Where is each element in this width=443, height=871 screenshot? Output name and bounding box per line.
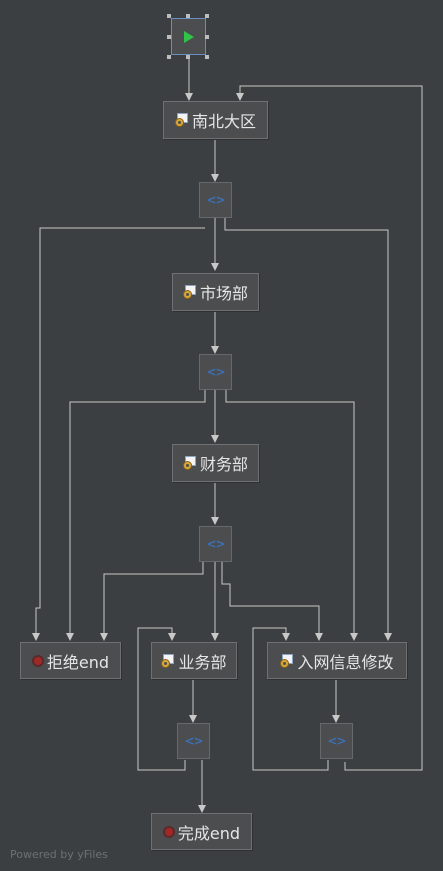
- selection-handle[interactable]: [205, 14, 209, 18]
- selection-handle[interactable]: [205, 35, 209, 39]
- gateway-icon: <>: [206, 365, 225, 379]
- edge-gw3-to-reject: [100, 562, 204, 641]
- edge-gw3-to-ruwang: [221, 562, 323, 641]
- task-caiwu[interactable]: 财务部: [172, 444, 259, 482]
- task-nanbei[interactable]: 南北大区: [163, 101, 268, 139]
- task-shichang[interactable]: 市场部: [172, 273, 259, 311]
- end-event-reject[interactable]: 拒绝end: [20, 642, 121, 679]
- end-event-complete[interactable]: 完成end: [151, 813, 252, 850]
- service-task-icon: [161, 653, 175, 668]
- task-label: 财务部: [199, 455, 248, 474]
- powered-by-watermark: Powered by yFiles: [10, 848, 108, 861]
- gateway-icon: <>: [206, 193, 225, 207]
- edge-gw4-loop-to-yewu: [137, 627, 186, 771]
- gateway-icon: <>: [206, 537, 225, 551]
- task-label: 拒绝end: [46, 652, 110, 672]
- edge-ruwang-gw-loop-to-nanbei: [236, 85, 423, 771]
- start-event[interactable]: [171, 18, 206, 55]
- task-label: 入网信息修改: [297, 652, 394, 672]
- task-label: 完成end: [177, 823, 241, 843]
- service-task-icon: [182, 285, 197, 299]
- task-ruwang[interactable]: 入网信息修改: [267, 642, 407, 679]
- task-label: 业务部: [178, 652, 227, 672]
- edge-gw5-loop-to-ruwang: [252, 627, 329, 771]
- edge-gw2-to-reject: [66, 390, 206, 641]
- gateway-5[interactable]: <>: [320, 723, 353, 759]
- start-play-icon: [183, 30, 194, 43]
- selection-handle[interactable]: [186, 14, 190, 18]
- service-task-icon: [280, 653, 294, 668]
- gateway-icon: <>: [184, 734, 203, 748]
- selection-handle[interactable]: [167, 14, 171, 18]
- edge-gw2-to-ruwang: [225, 390, 358, 641]
- end-event-icon: [162, 825, 175, 838]
- selection-handle[interactable]: [167, 35, 171, 39]
- task-yewu[interactable]: 业务部: [151, 642, 237, 679]
- gateway-icon: <>: [327, 734, 346, 748]
- selection-handle[interactable]: [186, 55, 190, 59]
- gateway-4[interactable]: <>: [177, 723, 210, 759]
- service-task-icon: [182, 456, 197, 470]
- gateway-2[interactable]: <>: [199, 354, 232, 390]
- selection-handle[interactable]: [205, 55, 209, 59]
- edge-gw1-to-ruwang: [224, 218, 392, 641]
- selection-handle[interactable]: [167, 55, 171, 59]
- edge-gw1-to-reject: [32, 227, 205, 641]
- gateway-3[interactable]: <>: [199, 526, 232, 562]
- gateway-1[interactable]: <>: [199, 182, 232, 218]
- end-event-icon: [31, 654, 44, 667]
- task-label: 市场部: [199, 284, 248, 303]
- task-label: 南北大区: [191, 112, 256, 131]
- service-task-icon: [174, 113, 189, 127]
